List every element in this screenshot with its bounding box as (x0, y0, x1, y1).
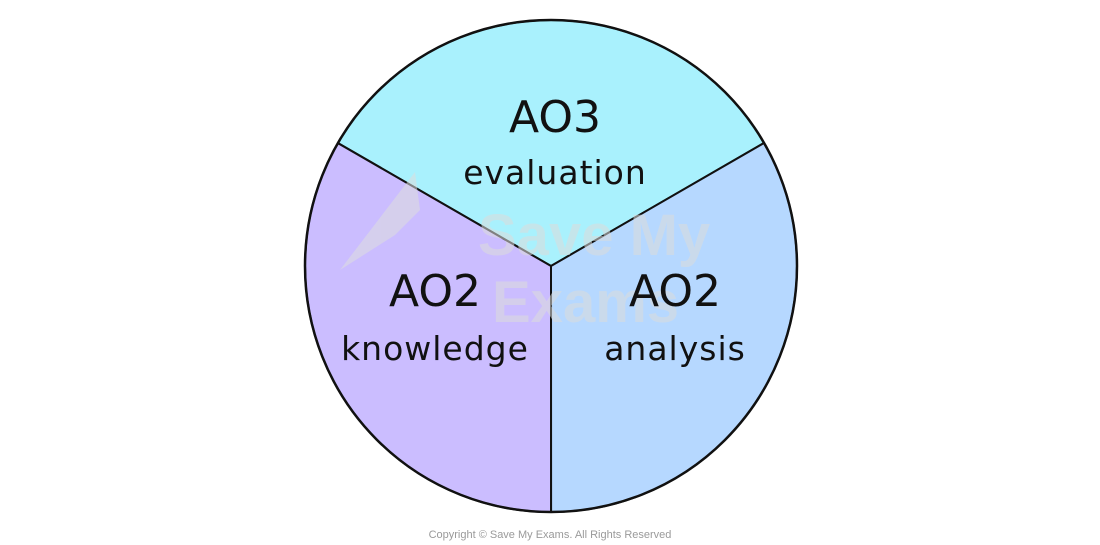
watermark-line-1: Save My (478, 203, 710, 268)
segment-left-subtitle: knowledge (341, 329, 529, 368)
watermark-logo: Save My Exams (340, 172, 710, 335)
segment-top-subtitle: evaluation (463, 153, 647, 192)
copyright-notice: Copyright © Save My Exams. All Rights Re… (428, 529, 672, 541)
segment-left-title: AO2 (389, 266, 481, 317)
circle-outline (303, 18, 799, 514)
segment-right-subtitle: analysis (604, 329, 746, 368)
segment-top-title: AO3 (509, 92, 601, 143)
segment-right-title: AO2 (629, 266, 721, 317)
watermark-line-2: Exams (492, 270, 679, 335)
